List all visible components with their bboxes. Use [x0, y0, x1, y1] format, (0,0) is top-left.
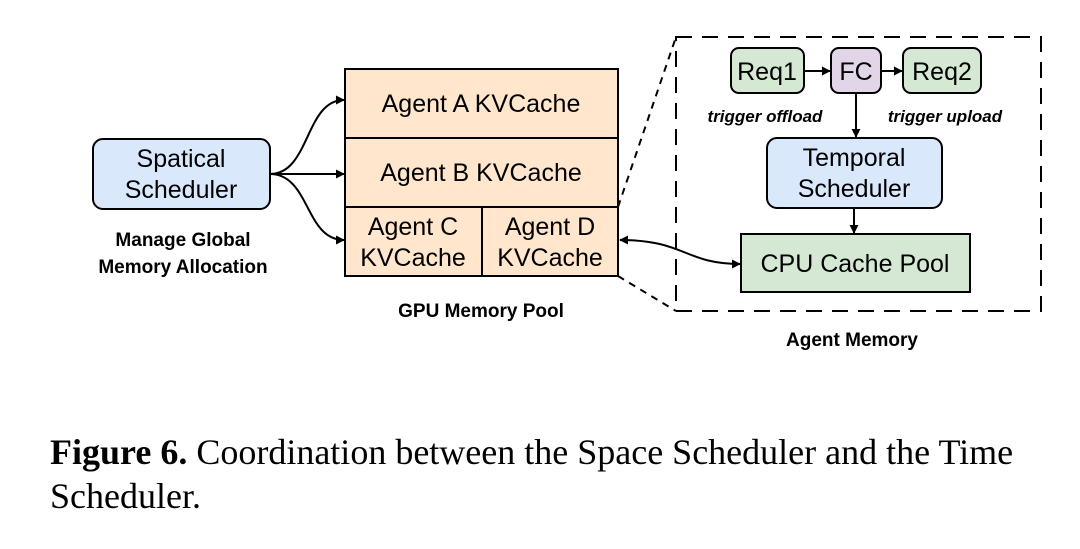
spatial-scheduler-line2: Scheduler: [125, 176, 238, 204]
gpu-memory-pool: Agent A KVCache Agent B KVCache Agent C …: [344, 68, 619, 277]
figure-number: Figure 6.: [50, 432, 188, 472]
arrow-gpu-cpu-transfer: [619, 235, 741, 269]
temporal-scheduler-line1: Temporal: [803, 144, 906, 172]
agent-a-kvcache-box: [344, 68, 619, 139]
cpu-cache-pool-label: CPU Cache Pool: [761, 250, 950, 278]
trigger-upload-label: trigger upload: [888, 107, 1003, 126]
agent-b-kvcache-box: [344, 137, 619, 208]
temporal-scheduler-line2: Scheduler: [798, 175, 911, 203]
fc-label: FC: [839, 58, 872, 86]
req2-label: Req2: [912, 58, 972, 86]
trigger-offload-label: trigger offload: [708, 107, 824, 126]
agent-c-line2: KVCache: [360, 244, 466, 272]
arrow-to-agent-c: [269, 173, 345, 245]
agent-memory-boundary: [675, 36, 1042, 312]
agent-memory-label: Agent Memory: [786, 330, 918, 351]
temporal-scheduler-node: Temporal Scheduler: [766, 137, 943, 209]
arrow-to-agent-a: [269, 95, 345, 175]
agent-b-kvcache-label: Agent B KVCache: [380, 159, 582, 187]
manage-label-line1: Manage Global: [115, 230, 250, 251]
req2-box: [902, 47, 982, 94]
spatial-scheduler-node: Spatical Scheduler: [92, 138, 271, 210]
zoom-line-bottom: [617, 275, 677, 312]
cpu-cache-pool-node: CPU Cache Pool: [740, 233, 971, 293]
agent-d-line2: KVCache: [497, 244, 603, 272]
agent-d-line1: Agent D: [505, 213, 595, 241]
caption-text: Coordination between the Space Scheduler…: [50, 432, 1014, 516]
agent-d-kvcache-box: [481, 206, 619, 277]
fc-node: FC: [830, 47, 882, 94]
zoom-line-top: [617, 36, 677, 208]
req1-node: Req1: [730, 47, 805, 94]
gpu-memory-pool-label: GPU Memory Pool: [398, 301, 564, 322]
figure-caption: Figure 6. Coordination between the Space…: [50, 430, 1060, 518]
spatial-scheduler-line1: Spatical: [137, 145, 226, 173]
agent-c-line1: Agent C: [368, 213, 458, 241]
req2-node: Req2: [902, 47, 982, 94]
cpu-cache-pool-box: [740, 233, 971, 293]
agent-a-kvcache-label: Agent A KVCache: [382, 90, 581, 118]
manage-label-line2: Memory Allocation: [98, 257, 267, 278]
req1-label: Req1: [737, 58, 797, 86]
